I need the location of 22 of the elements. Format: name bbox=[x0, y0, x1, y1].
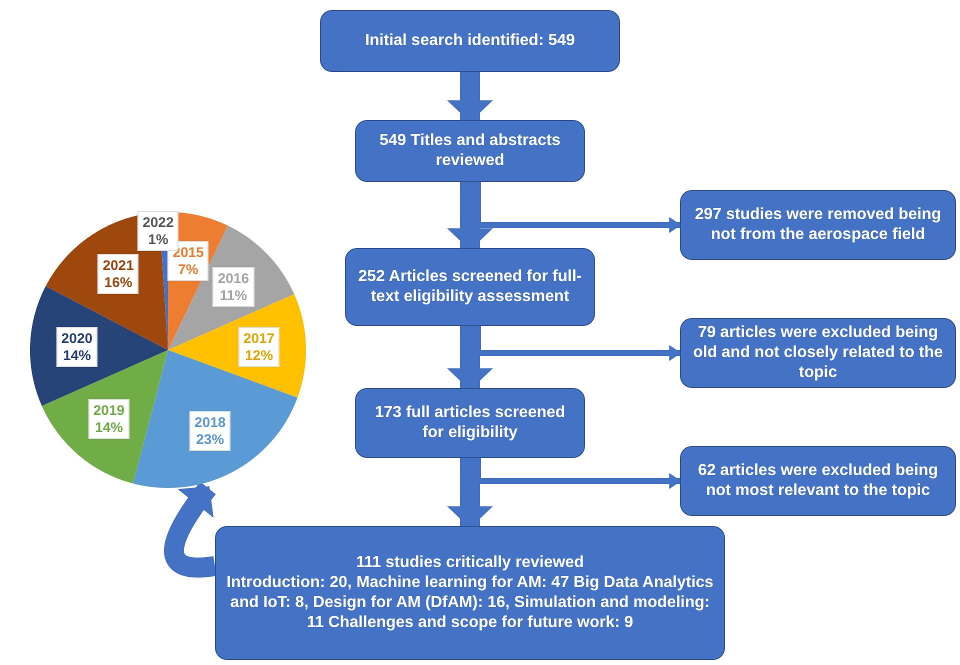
process-box: 549 Titles and abstracts reviewed bbox=[355, 120, 585, 182]
data-label: 2021 16% bbox=[98, 254, 139, 294]
box-heading: 111 studies critically reviewed bbox=[356, 553, 584, 573]
process-box: 173 full articles screened for eligibility bbox=[355, 388, 585, 458]
exclusion-box: 62 articles were excluded being not most relevant to the topic bbox=[680, 446, 956, 516]
block-arrow bbox=[447, 326, 493, 390]
data-label: 2018 23% bbox=[190, 410, 231, 451]
data-label: 2017 12% bbox=[238, 327, 280, 368]
box-body: Introduction: 20, Machine learning for AM: 47 Big Data Analytics and IoT: 8, Design for AM (DfAM): 16, Simulation and modeling: 11 Challenges and scope for future work: 9 bbox=[226, 573, 714, 633]
result-box bbox=[215, 526, 725, 660]
exclusion-box: 79 articles were excluded being old and not closely related to the topic bbox=[680, 318, 956, 388]
data-label: 2020 14% bbox=[56, 327, 98, 368]
exclusion-box: 297 studies were removed being not from the aerospace field bbox=[680, 190, 956, 260]
pie-slice bbox=[132, 350, 298, 488]
process-box: Initial search identified: 549 bbox=[320, 10, 620, 72]
data-label: 2016 11% bbox=[212, 266, 254, 307]
block-arrow bbox=[447, 458, 493, 528]
block-arrow bbox=[447, 182, 493, 250]
data-label: 2019 14% bbox=[88, 399, 130, 440]
data-label: 2022 1% bbox=[138, 211, 179, 252]
block-arrow bbox=[447, 72, 493, 122]
process-box: 252 Articles screened for full-text eligibility assessment bbox=[345, 248, 595, 326]
